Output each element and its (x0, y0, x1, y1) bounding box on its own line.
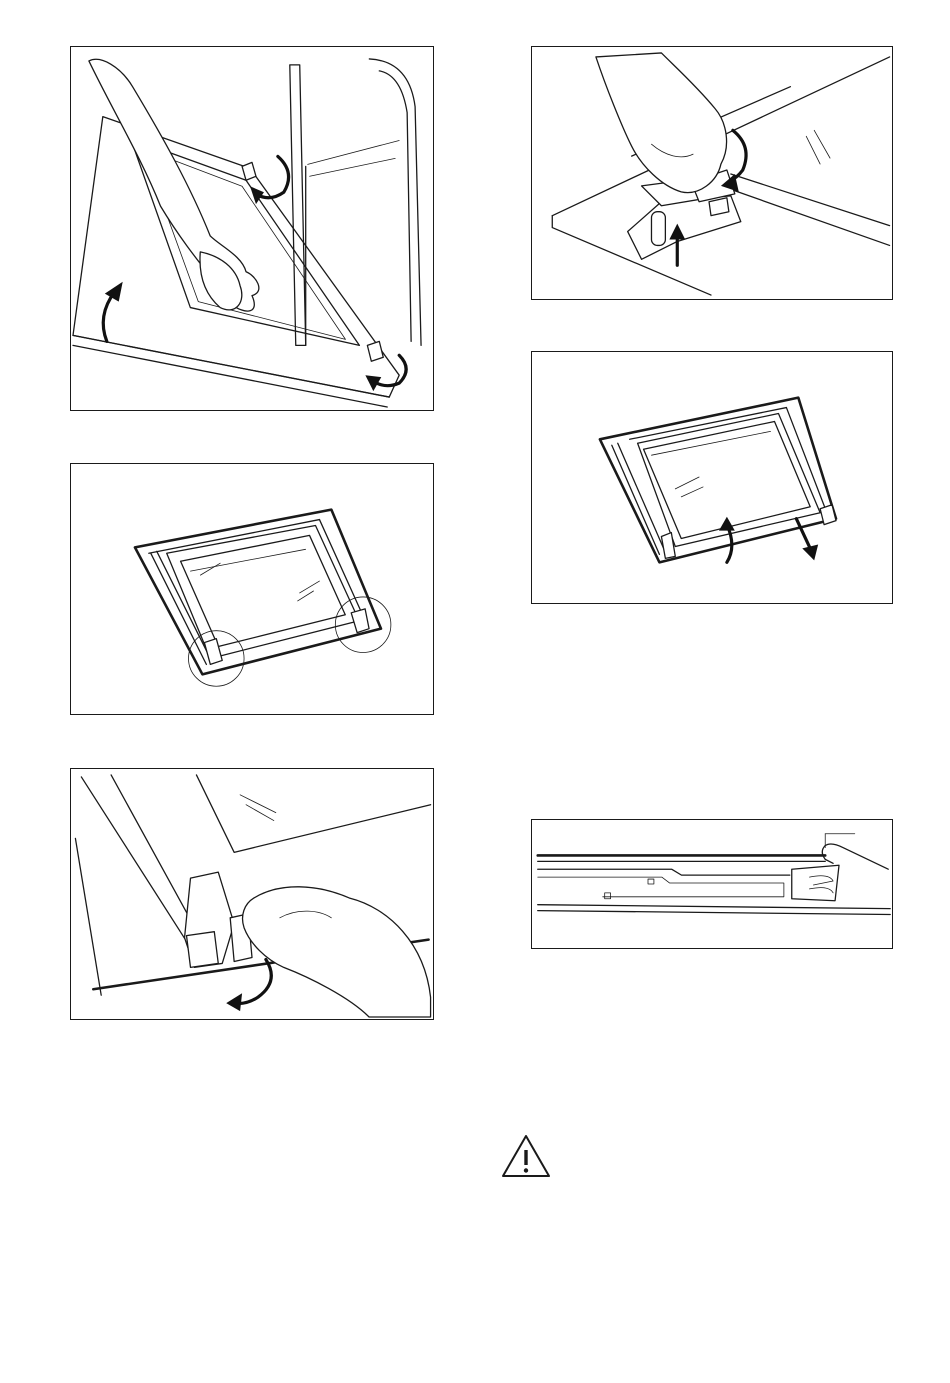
cross-section-drawing (532, 820, 892, 948)
hinge-lever-drawing (532, 47, 892, 299)
figure-glass-panel-cross-section (531, 819, 893, 949)
door-hinges-drawing (71, 464, 433, 714)
figure-door-removal (70, 46, 434, 411)
figure-hinge-lever-lift (531, 46, 893, 300)
warning-triangle-icon (500, 1133, 552, 1179)
hinge-clip-drawing (71, 769, 433, 1019)
figure-hinge-clip-release (70, 768, 434, 1020)
figure-door-panel-lift (531, 351, 893, 604)
door-panel-drawing (532, 352, 892, 603)
door-removal-drawing (71, 47, 433, 410)
figure-door-hinges (70, 463, 434, 715)
